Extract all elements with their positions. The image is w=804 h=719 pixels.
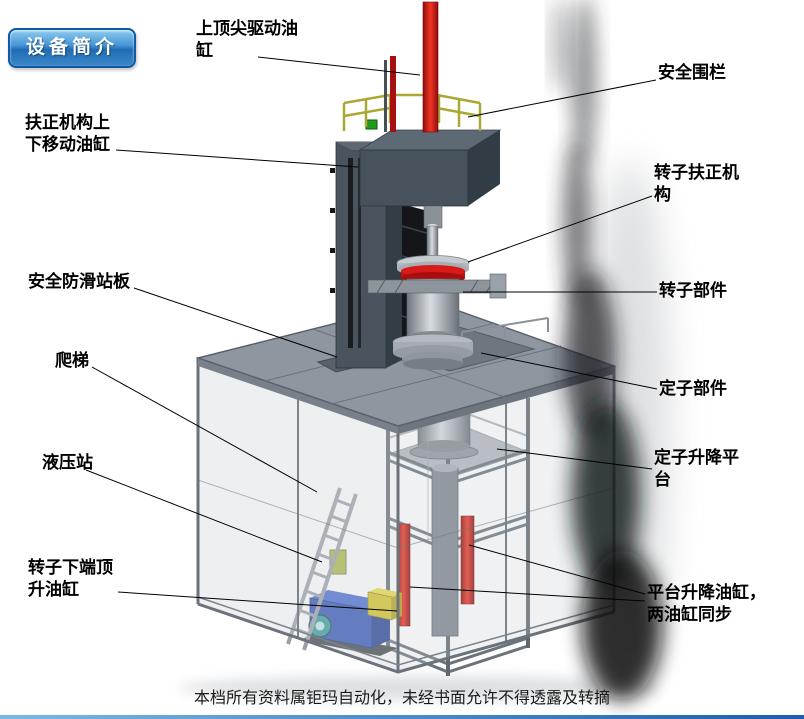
bottom-accent-bar [0,715,804,719]
indicator-button [365,119,378,130]
label-stator-lift-platform: 定子升降平台 [654,448,739,490]
leader-line [85,469,323,563]
label-stator-component: 定子部件 [659,379,727,398]
rotor-assembly [367,224,507,370]
leader-line [409,586,646,602]
leader-line [467,195,653,263]
label-platform-lift-cylinders: 平台升降油缸，两油缸同步 [647,583,766,625]
drive-cylinder-rod [384,1,439,133]
rotor-jack-cylinder [431,464,459,637]
hydraulic-station [300,549,402,656]
label-rotor-centering-mechanism: 转子扶正机构 [654,163,739,205]
title-badge-label: 设备简介 [25,37,118,58]
label-rotor-component: 转子部件 [659,281,727,300]
label-ladder: 爬梯 [55,351,89,370]
leader-line [91,366,318,493]
leader-lines [85,56,658,612]
rotor-base-flanges [392,333,474,370]
leader-line [467,79,657,118]
leader-line [117,591,398,612]
watermark-text: 本档所有资料属钜玛自动化，未经书面允许不得透露及转摘 [193,690,610,707]
leader-line [133,287,338,358]
leader-line [468,544,646,595]
leader-line [115,149,359,168]
label-antislip-plate: 安全防滑站板 [28,272,130,291]
label-centering-lift-cylinder: 扶正机构上下移动油缸 [25,113,110,155]
label-safety-fence: 安全围栏 [658,63,726,82]
label-hydraulic-station: 液压站 [42,453,93,472]
title-badge: 设备简介 [8,28,136,68]
ladder [286,487,358,651]
leader-line [257,56,421,76]
leader-line [496,448,653,470]
safety-railing [342,93,482,131]
leader-line [480,352,658,390]
smoke-shadow [553,0,670,700]
ground-shadow [180,676,660,700]
press-head [358,119,502,207]
label-rotor-bottom-jack-cylinder: 转子下端顶升油缸 [28,558,113,600]
label-top-drive-cylinder: 上顶尖驱动油缸 [196,19,298,61]
